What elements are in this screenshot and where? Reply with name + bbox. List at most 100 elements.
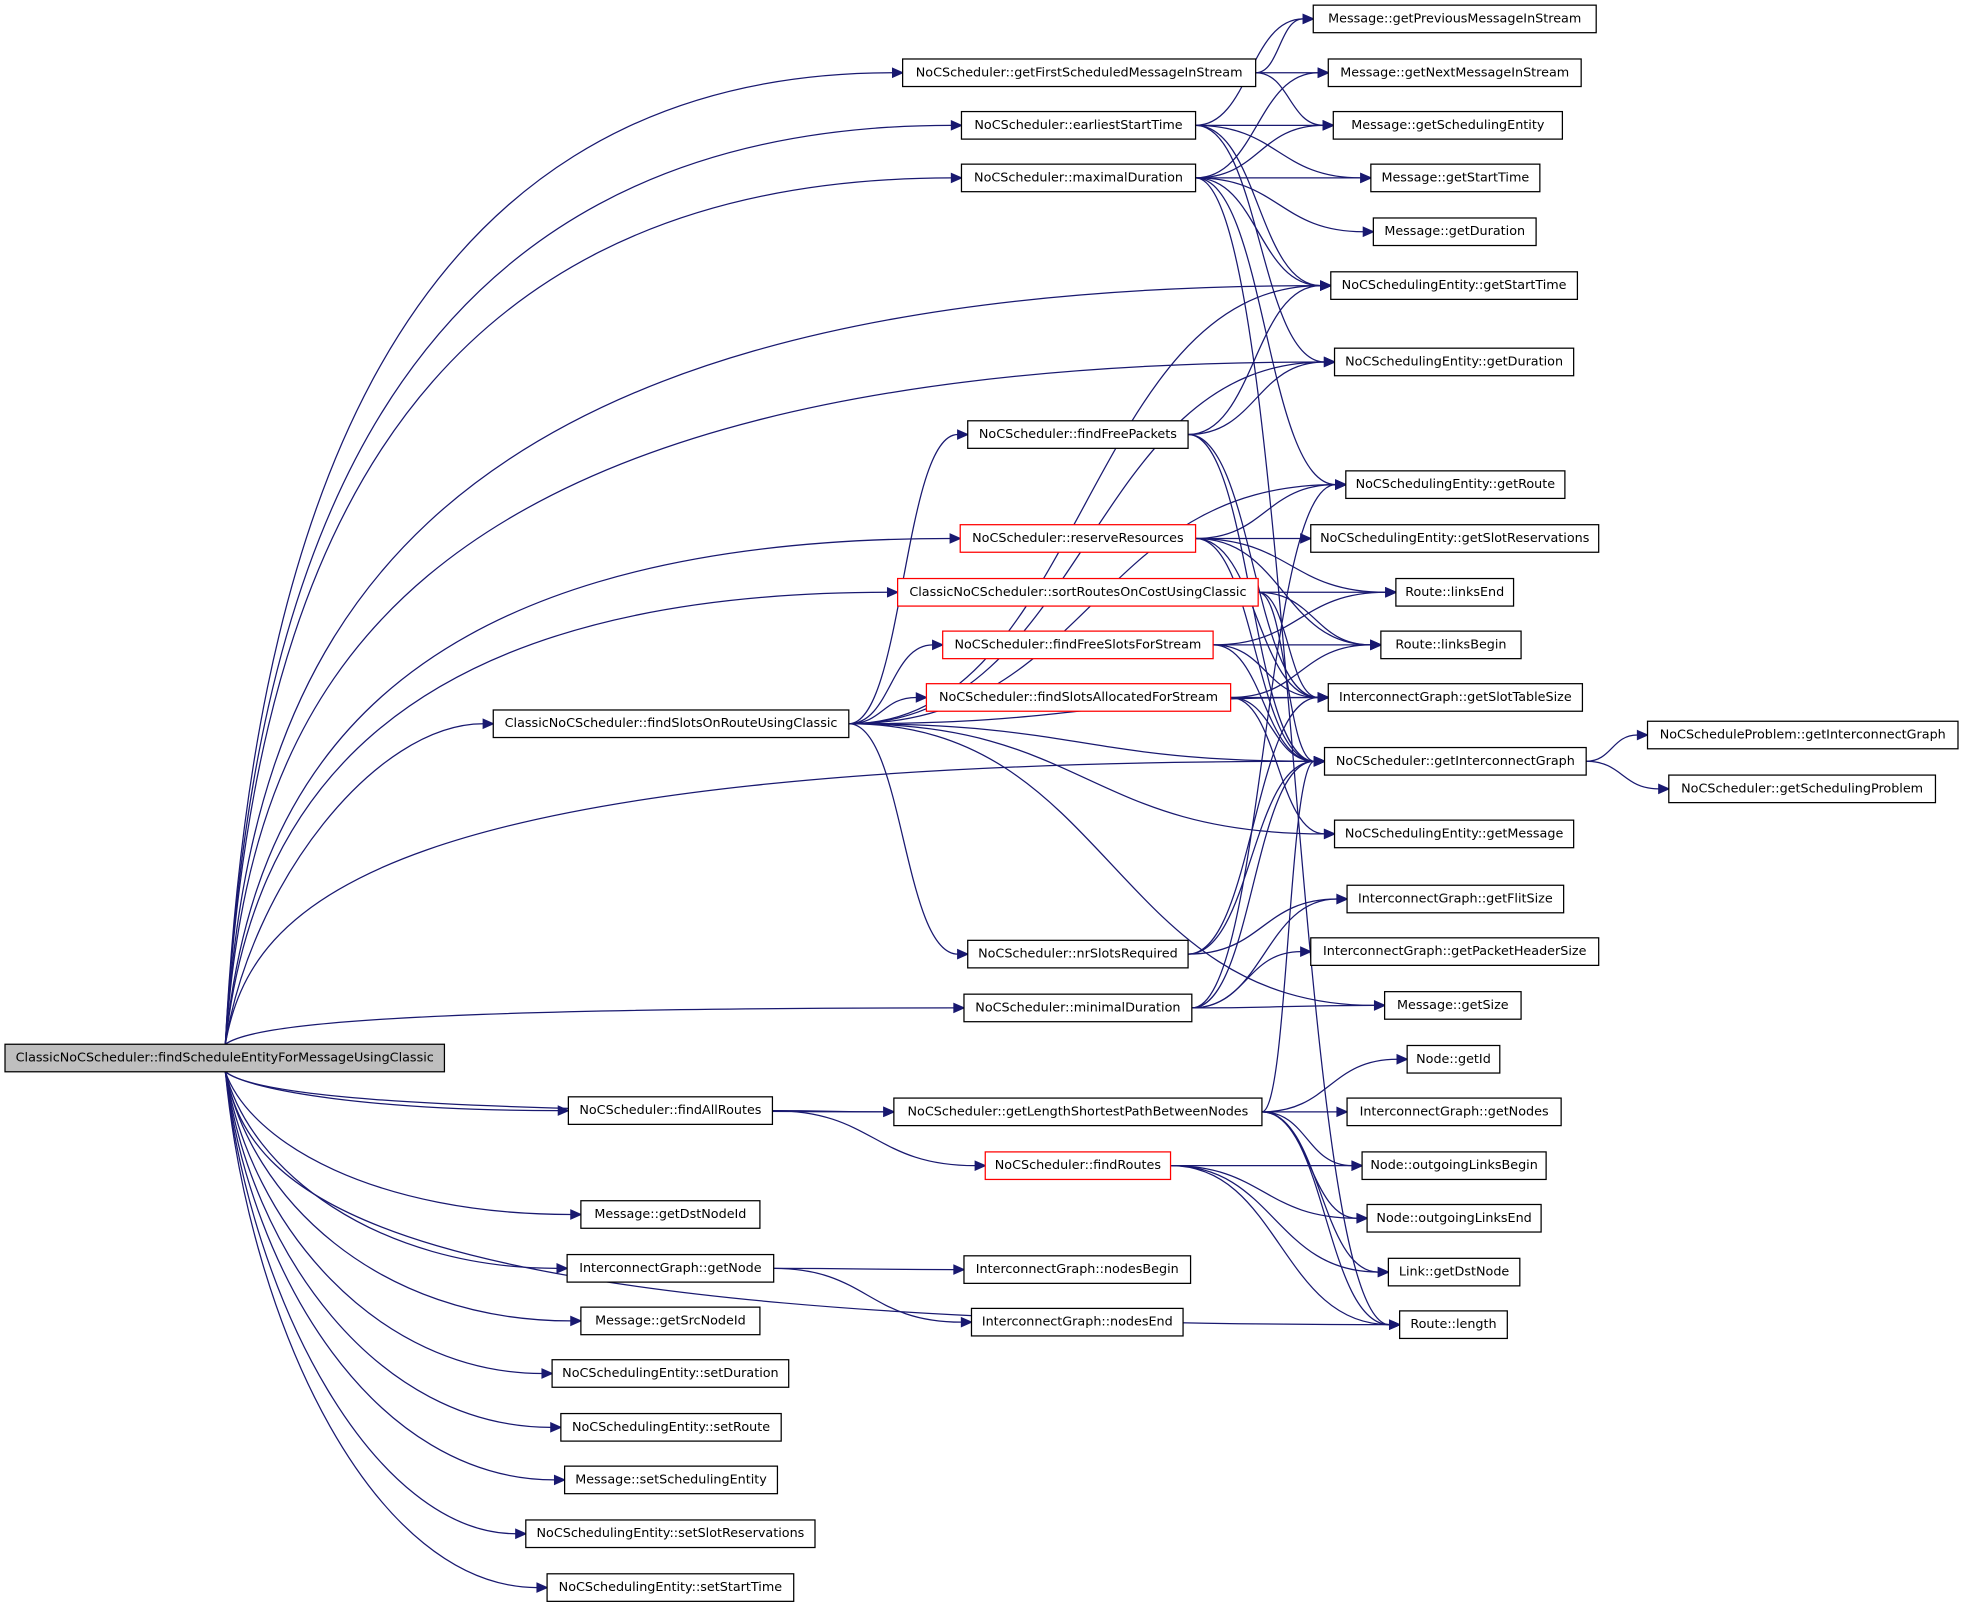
node-box <box>1387 1257 1521 1287</box>
function-node-flitSize[interactable]: InterconnectGraph::getFlitSize <box>1346 884 1565 914</box>
arrowhead-icon <box>883 1106 896 1118</box>
call-edge <box>224 1071 559 1112</box>
node-label: Message::getDstNodeId <box>594 1207 746 1222</box>
function-node-probIC[interactable]: NoCScheduleProblem::getInterconnectGraph <box>1646 720 1959 750</box>
call-edge <box>848 696 917 725</box>
call-edge <box>1195 537 1319 699</box>
function-node-nseSlotRes[interactable]: NoCSchedulingEntity::getSlotReservations <box>1310 524 1600 553</box>
node-label: InterconnectGraph::getPacketHeaderSize <box>1323 944 1587 959</box>
function-node-outBegin[interactable]: Node::outgoingLinksBegin <box>1361 1151 1547 1181</box>
node-label: NoCScheduler::getFirstScheduledMessageIn… <box>916 65 1243 80</box>
node-box <box>1312 4 1597 34</box>
function-node-freeSlots[interactable]: NoCScheduler::findFreeSlotsForStream <box>942 630 1214 660</box>
function-node-routeLen[interactable]: Route::length <box>1399 1310 1508 1340</box>
node-box <box>1383 991 1522 1020</box>
function-node-root[interactable]: ClassicNoCScheduler::findScheduleEntityF… <box>4 1043 446 1073</box>
node-box <box>893 1097 1263 1127</box>
function-node-freePackets[interactable]: NoCScheduler::findFreePackets <box>967 420 1189 449</box>
function-node-dstNode[interactable]: Link::getDstNode <box>1387 1257 1521 1287</box>
function-node-setSchedEnt[interactable]: Message::setSchedulingEntity <box>563 1465 779 1495</box>
call-edge <box>1195 124 1361 179</box>
function-node-pktHdr[interactable]: InterconnectGraph::getPacketHeaderSize <box>1310 937 1600 966</box>
function-node-icGraph[interactable]: NoCScheduler::getInterconnectGraph <box>1323 746 1587 776</box>
arrowhead-icon <box>949 533 962 544</box>
node-label: NoCScheduler::getInterconnectGraph <box>1336 754 1575 769</box>
function-node-linksEnd[interactable]: Route::linksEnd <box>1395 577 1515 607</box>
node-box <box>560 1412 782 1442</box>
function-node-nextMsg[interactable]: Message::getNextMessageInStream <box>1327 58 1582 88</box>
arrowhead-icon <box>957 429 970 440</box>
call-edge <box>224 1071 543 1375</box>
arrowhead-icon <box>1335 479 1348 490</box>
function-node-setSlotRes[interactable]: NoCSchedulingEntity::setSlotReservations <box>525 1519 816 1549</box>
node-box <box>546 1573 795 1602</box>
arrowhead-icon <box>550 1421 563 1433</box>
function-node-slotTable[interactable]: InterconnectGraph::getSlotTableSize <box>1327 683 1584 712</box>
function-node-setStart[interactable]: NoCSchedulingEntity::setStartTime <box>546 1573 795 1602</box>
function-node-getNodes[interactable]: InterconnectGraph::getNodes <box>1346 1097 1562 1127</box>
node-box <box>960 110 1197 140</box>
function-node-nseDur[interactable]: NoCSchedulingEntity::getDuration <box>1333 347 1575 377</box>
node-box <box>1345 470 1566 500</box>
function-node-firstSched[interactable]: NoCScheduler::getFirstScheduledMessageIn… <box>902 58 1257 88</box>
node-label: NoCScheduler::getLengthShortestPathBetwe… <box>908 1104 1249 1119</box>
node-label: NoCSchedulingEntity::getMessage <box>1345 826 1564 841</box>
node-box <box>580 1306 761 1336</box>
function-node-nseRoute[interactable]: NoCSchedulingEntity::getRoute <box>1345 470 1566 500</box>
function-node-setDuration[interactable]: NoCSchedulingEntity::setDuration <box>551 1359 790 1388</box>
node-box <box>525 1519 816 1549</box>
function-node-reserve[interactable]: NoCScheduler::reserveResources <box>959 524 1197 553</box>
call-edge <box>1258 591 1371 646</box>
function-node-slotsAlloc[interactable]: NoCScheduler::findSlotsAllocatedForStrea… <box>925 683 1232 712</box>
arrowhead-icon <box>482 718 495 730</box>
function-node-nodesEnd[interactable]: InterconnectGraph::nodesEnd <box>970 1307 1184 1337</box>
function-node-findRoutes[interactable]: NoCScheduler::findRoutes <box>984 1151 1172 1181</box>
function-node-nodeId[interactable]: Node::getId <box>1406 1044 1501 1074</box>
function-node-msgSchedEnt[interactable]: Message::getSchedulingEntity <box>1332 110 1564 140</box>
function-node-nodesBegin[interactable]: InterconnectGraph::nodesBegin <box>963 1255 1192 1284</box>
node-box <box>1361 1151 1547 1181</box>
function-node-earliest[interactable]: NoCScheduler::earliestStartTime <box>960 110 1197 140</box>
function-node-linksBegin[interactable]: Route::linksBegin <box>1380 630 1522 660</box>
function-node-schedProb[interactable]: NoCScheduler::getSchedulingProblem <box>1668 774 1937 804</box>
function-node-outEnd[interactable]: Node::outgoingLinksEnd <box>1366 1203 1542 1233</box>
call-edge <box>224 124 952 1045</box>
function-node-slotsOnRoute[interactable]: ClassicNoCScheduler::findSlotsOnRouteUsi… <box>492 709 850 739</box>
function-node-setRoute[interactable]: NoCSchedulingEntity::setRoute <box>560 1412 782 1442</box>
call-edge <box>1261 1111 1390 1326</box>
call-edge <box>224 1071 551 1428</box>
node-label: InterconnectGraph::nodesBegin <box>976 1262 1179 1277</box>
function-node-shortest[interactable]: NoCScheduler::getLengthShortestPathBetwe… <box>893 1097 1263 1127</box>
call-edge <box>1195 124 1325 363</box>
node-label: Message::getStartTime <box>1381 170 1529 185</box>
function-node-msgDur[interactable]: Message::getDuration <box>1372 217 1537 247</box>
node-label: Message::getNextMessageInStream <box>1340 65 1569 80</box>
arrowhead-icon <box>891 67 905 79</box>
function-node-nseStart[interactable]: NoCSchedulingEntity::getStartTime <box>1330 271 1579 300</box>
function-node-minDur[interactable]: NoCScheduler::minimalDuration <box>963 993 1193 1023</box>
call-edge <box>1195 177 1364 233</box>
arrowhead-icon <box>1351 1160 1364 1172</box>
node-label: Message::getPreviousMessageInStream <box>1328 11 1581 26</box>
call-edge <box>1195 177 1321 287</box>
function-node-prevMsg[interactable]: Message::getPreviousMessageInStream <box>1312 4 1597 34</box>
arrowhead-icon <box>570 1315 583 1327</box>
function-node-msgSize[interactable]: Message::getSize <box>1383 991 1522 1020</box>
function-node-srcNodeId[interactable]: Message::getSrcNodeId <box>580 1306 761 1336</box>
call-edge <box>224 1071 555 1481</box>
function-node-getNode[interactable]: InterconnectGraph::getNode <box>566 1253 775 1283</box>
function-node-sortRoutes[interactable]: ClassicNoCScheduler::sortRoutesOnCostUsi… <box>896 577 1259 607</box>
node-box <box>1395 577 1515 607</box>
node-box <box>1333 347 1575 377</box>
function-node-msgStart[interactable]: Message::getStartTime <box>1370 163 1541 193</box>
arrowhead-icon <box>886 586 900 598</box>
node-label: Route::length <box>1410 1317 1496 1332</box>
function-node-nrSlots[interactable]: NoCScheduler::nrSlotsRequired <box>967 939 1189 969</box>
node-box <box>963 993 1193 1023</box>
function-node-allRoutes[interactable]: NoCScheduler::findAllRoutes <box>567 1096 774 1125</box>
arrowhead-icon <box>974 1160 987 1172</box>
function-node-nseMsg[interactable]: NoCSchedulingEntity::getMessage <box>1333 819 1575 849</box>
function-node-dstNodeId[interactable]: Message::getDstNodeId <box>580 1200 761 1229</box>
function-node-maxDur[interactable]: NoCScheduler::maximalDuration <box>960 163 1197 193</box>
